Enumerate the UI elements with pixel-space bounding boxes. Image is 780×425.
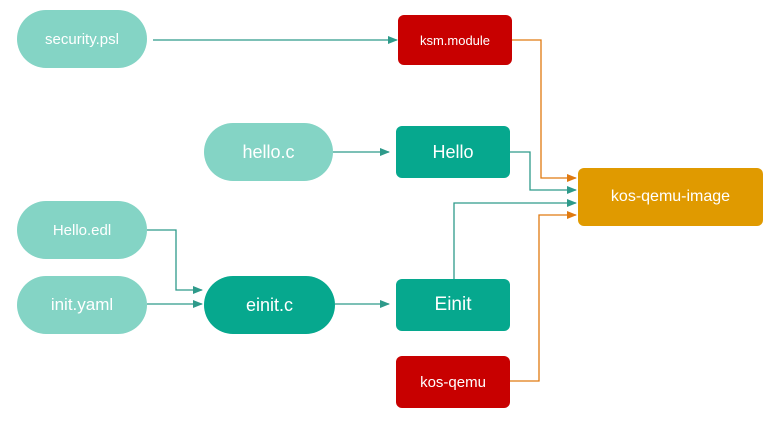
edge-kos-qemu-to-kos-qemu-image <box>510 211 577 382</box>
node-init-yaml: init.yaml <box>17 276 147 334</box>
edge-hello-edl-to-einit-c <box>147 229 203 294</box>
node-security-psl: security.psl <box>17 10 147 68</box>
node-hello-edl: Hello.edl <box>17 201 147 259</box>
node-einit: Einit <box>396 279 510 331</box>
node-kos-qemu-image: kos-qemu-image <box>578 168 763 226</box>
edge-einit-to-kos-qemu-image <box>453 199 577 279</box>
node-ksm-module: ksm.module <box>398 15 512 65</box>
node-einit-c: einit.c <box>204 276 335 334</box>
edge-ksm-module-to-kos-qemu-image <box>512 39 577 182</box>
node-hello-c: hello.c <box>204 123 333 181</box>
node-hello: Hello <box>396 126 510 178</box>
node-kos-qemu: kos-qemu <box>396 356 510 408</box>
edge-hello-to-kos-qemu-image <box>510 151 577 194</box>
